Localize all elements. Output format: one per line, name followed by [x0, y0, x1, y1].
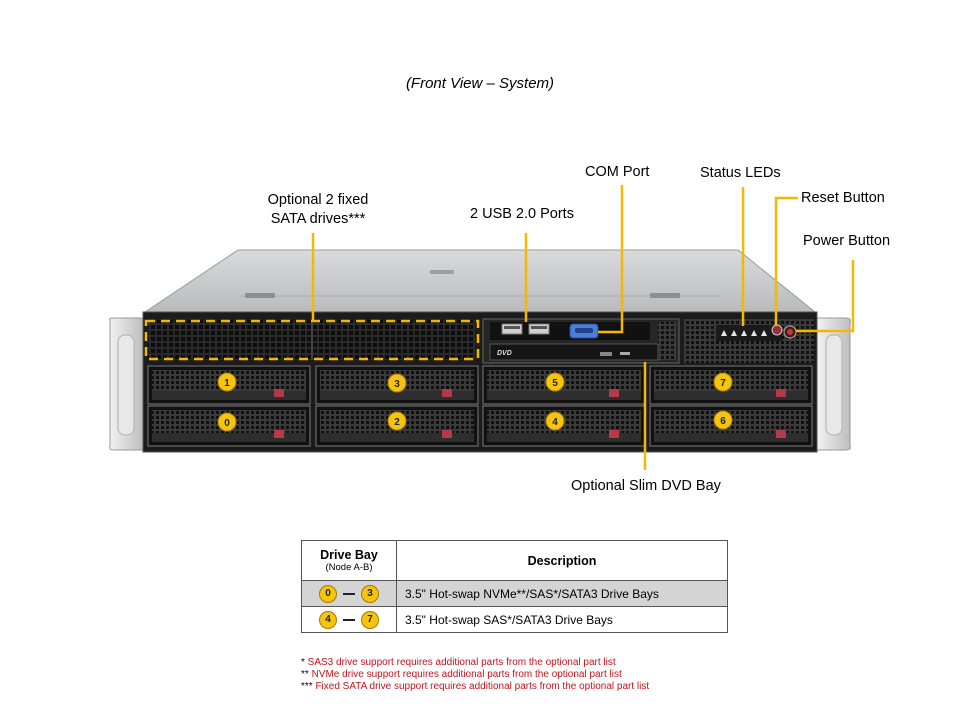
range-from-badge: 4	[319, 610, 337, 629]
footnote-text: drive support requires additional parts …	[333, 657, 616, 668]
dvd-drive	[489, 343, 659, 361]
bay-badge-1-label: 1	[224, 378, 230, 389]
drive-bay-1	[147, 365, 311, 405]
callout-reset: Reset Button	[801, 190, 885, 206]
bay-badge-5: 5	[545, 372, 565, 392]
bay-badge-4: 4	[545, 411, 565, 431]
callout-usb: 2 USB 2.0 Ports	[470, 206, 574, 222]
chassis-top-cover	[143, 249, 817, 313]
bay-badge-3: 3	[387, 373, 407, 393]
bay-badge-7: 7	[713, 372, 733, 392]
description-cell: 3.5" Hot-swap NVMe**/SAS*/SATA3 Drive Ba…	[396, 580, 728, 607]
bay-badge-2-label: 2	[394, 417, 400, 428]
bay-range-cell: 4 7	[301, 606, 397, 633]
bay-badge-4-label: 4	[552, 417, 558, 428]
server-front-view: DVD	[109, 185, 855, 470]
drive-bay-4	[482, 405, 646, 447]
bay-badge-2: 2	[387, 411, 407, 431]
power-leader-line	[796, 260, 855, 333]
callout-com: COM Port	[585, 164, 650, 180]
callout-lines	[144, 185, 855, 470]
bay-badge-0: 0	[217, 412, 237, 432]
footnote-highlight: NVMe	[311, 669, 340, 680]
header-drive-bay-label: Drive Bay	[320, 548, 378, 562]
callout-sata-fixed-line2: SATA drives***	[270, 211, 366, 227]
footnote: *** Fixed SATA drive support requires ad…	[301, 681, 649, 693]
footnote-mark: *	[301, 657, 308, 668]
drive-bay-table: Drive Bay (Node A-B) Description 0 3 3.5…	[301, 540, 728, 633]
footnote-mark: **	[301, 669, 312, 680]
footnote: * SAS3 drive support requires additional…	[301, 657, 649, 669]
range-from-badge: 0	[319, 584, 337, 603]
view-title: (Front View – System)	[405, 75, 555, 92]
table-row: 0 3 3.5" Hot-swap NVMe**/SAS*/SATA3 Driv…	[301, 580, 728, 607]
bay-badge-5-label: 5	[552, 378, 558, 389]
footnote-highlight: SAS3	[307, 657, 334, 668]
range-to-badge: 3	[361, 584, 379, 603]
table-header-row: Drive Bay (Node A-B) Description	[301, 540, 728, 581]
range-to-badge: 7	[361, 610, 379, 629]
callout-sata-fixed: Optional 2 fixed SATA drives***	[238, 191, 398, 229]
com-leader-line	[598, 185, 624, 334]
footnote-text: drive support requires additional parts …	[339, 669, 622, 680]
drive-bay-5	[482, 365, 646, 405]
header-description: Description	[396, 540, 728, 581]
reset-leader-line	[774, 196, 798, 326]
bay-badge-6: 6	[713, 410, 733, 430]
footnote-mark: ***	[301, 681, 316, 692]
footnote: ** NVMe drive support requires additiona…	[301, 669, 649, 681]
header-drive-bay-sub: (Node A-B)	[325, 562, 373, 573]
callout-sata-fixed-line1: Optional 2 fixed	[267, 192, 369, 208]
bay-badge-7-label: 7	[720, 378, 726, 389]
range-dash	[343, 618, 355, 621]
range-dash	[343, 592, 355, 595]
bay-badge-3-label: 3	[394, 379, 400, 390]
bay-badge-6-label: 6	[720, 416, 726, 427]
header-drive-bay: Drive Bay (Node A-B)	[301, 540, 397, 581]
callout-dvd-bay: Optional Slim DVD Bay	[571, 478, 721, 494]
footnotes: * SAS3 drive support requires additional…	[301, 657, 649, 693]
reset-button	[771, 324, 783, 336]
bay-badge-0-label: 0	[224, 418, 230, 429]
bay-range-cell: 0 3	[301, 580, 397, 607]
dvd-logo: DVD	[497, 350, 512, 357]
bay-badge-1: 1	[217, 372, 237, 392]
callout-power: Power Button	[803, 233, 891, 249]
callout-status-leds: Status LEDs	[700, 165, 781, 181]
footnote-text: Fixed SATA drive support requires additi…	[315, 681, 650, 692]
table-row: 4 7 3.5" Hot-swap SAS*/SATA3 Drive Bays	[301, 606, 728, 633]
description-cell: 3.5" Hot-swap SAS*/SATA3 Drive Bays	[396, 606, 728, 633]
drive-bays	[147, 365, 813, 447]
drive-bay-6	[649, 405, 813, 447]
